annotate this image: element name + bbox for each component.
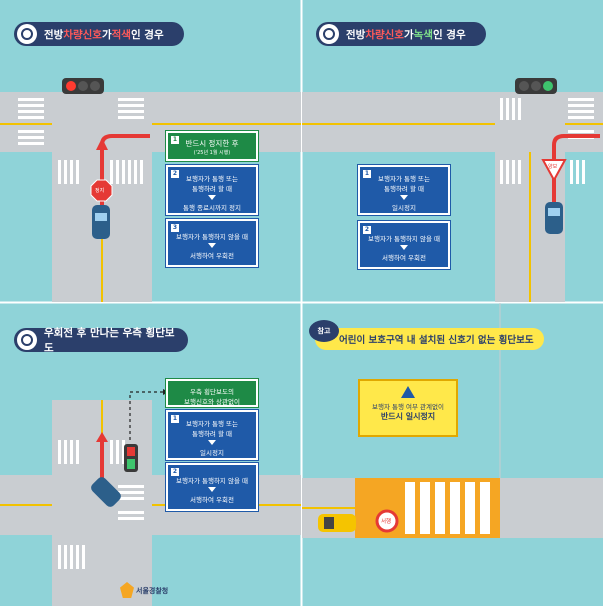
sign-line: 통행하려 할 때 xyxy=(191,430,232,438)
steering-wheel-icon xyxy=(17,330,37,350)
sign-action: 일시정지 xyxy=(200,449,224,457)
sign-line: 통행하려 할 때 xyxy=(191,185,232,193)
step-number: 2 xyxy=(171,468,179,476)
school-car xyxy=(318,514,356,532)
car-tr xyxy=(545,202,563,234)
title-highlight: 차량신호 xyxy=(365,28,404,41)
notice-line: 반드시 일시정지 xyxy=(380,412,436,421)
organization-name: 서울경찰청 xyxy=(136,587,169,595)
school-zone-sign xyxy=(375,509,399,533)
title-highlight-green: 녹색 xyxy=(413,28,433,41)
sign-action: 서행하여 우회전 xyxy=(382,254,426,262)
panel-bg-br xyxy=(302,303,603,606)
down-arrow-icon xyxy=(400,195,408,200)
title-text: 가 xyxy=(403,28,414,41)
title-text: 전방 xyxy=(44,28,64,41)
sign-action: 일시정지 xyxy=(392,204,416,212)
sign-main: 반드시 정지한 후 xyxy=(185,139,239,148)
sign-line: 통행하려 할 때 xyxy=(383,185,424,193)
sign-tr-step1: 1 보행자가 통행 또는 통행하려 할 때 일시정지 xyxy=(358,165,450,215)
step-number: 1 xyxy=(171,415,179,423)
sign-line: 보행자가 통행하지 않을 때 xyxy=(176,477,248,485)
yield-sign-label: 양보 xyxy=(548,164,558,170)
yield-sign xyxy=(541,159,567,183)
title-text: 어린이 보호구역 내 설치된 신호기 없는 횡단보도 xyxy=(339,335,534,346)
title-text: 우회전 후 만나는 우측 횡단보도 xyxy=(44,327,175,354)
roads-tr xyxy=(302,78,603,302)
sign-action: 서행하여 우회전 xyxy=(190,496,234,504)
title-bottom-right: 참고 어린이 보호구역 내 설치된 신호기 없는 횡단보도 xyxy=(309,320,544,350)
title-text: 가 xyxy=(101,28,112,41)
sign-line: 보행자가 통행하지 않을 때 xyxy=(176,233,248,241)
step-number: 1 xyxy=(363,170,371,178)
roads-br xyxy=(302,303,603,538)
steering-wheel-icon xyxy=(319,24,339,44)
stop-sign-label: 정지 xyxy=(95,188,105,194)
down-arrow-icon xyxy=(208,243,216,248)
steering-wheel-icon xyxy=(17,24,37,44)
sign-bl-step1: 1 보행자가 통행 또는 통행하려 할 때 일시정지 xyxy=(166,410,258,460)
sign-line: 우측 횡단보도의 xyxy=(190,388,234,396)
crosswalk-warning-icon xyxy=(401,386,415,398)
sign-line: 보행자가 통행 또는 xyxy=(186,175,238,183)
sign-sub: ('25년 1월 시행) xyxy=(193,150,231,156)
title-text: 전방 xyxy=(346,28,366,41)
step-number: 3 xyxy=(171,224,179,232)
down-arrow-icon xyxy=(400,245,408,250)
title-highlight: 차량신호 xyxy=(63,28,102,41)
step-number: 2 xyxy=(171,170,179,178)
sign-line: 보행자가 통행 또는 xyxy=(186,420,238,428)
sign-line: 보행자가 통행하지 않을 때 xyxy=(368,235,440,243)
sign-tl-step2: 2 보행자가 통행 또는 통행하려 할 때 통행 종료시까지 정지 xyxy=(166,165,258,215)
sign-tr-step2: 2 보행자가 통행하지 않을 때 서행하여 우회전 xyxy=(358,221,450,269)
step-number: 2 xyxy=(363,226,371,234)
sign-action: 통행 종료시까지 정지 xyxy=(183,204,241,212)
sign-bl-green: 우측 횡단보도의 보행신호와 상관없이 xyxy=(166,379,258,407)
school-zone-notice: 보행자 통행 여부 관계없이 반드시 일시정지 xyxy=(358,379,458,437)
stop-sign xyxy=(90,179,113,202)
title-bottom-left: 우회전 후 만나는 우측 횡단보도 xyxy=(14,327,188,354)
car-tl xyxy=(92,205,110,239)
step-number: 1 xyxy=(171,136,179,144)
sign-line: 보행신호와 상관없이 xyxy=(184,398,240,406)
sign-tl-step3: 3 보행자가 통행하지 않을 때 서행하여 우회전 xyxy=(166,219,258,267)
title-highlight-red: 적색 xyxy=(111,28,131,41)
down-arrow-icon xyxy=(208,487,216,492)
car-bl xyxy=(91,477,121,507)
title-text: 인 경우 xyxy=(432,28,466,41)
school-zone-label: 서행 xyxy=(381,519,392,525)
notice-line: 보행자 통행 여부 관계없이 xyxy=(372,403,444,411)
down-arrow-icon xyxy=(208,195,216,200)
sign-line: 보행자가 통행 또는 xyxy=(378,175,430,183)
sign-bl-step2: 2 보행자가 통행하지 않을 때 서행하여 우회전 xyxy=(166,463,258,511)
down-arrow-icon xyxy=(208,440,216,445)
sign-tl-step1: 1 반드시 정지한 후 ('25년 1월 시행) xyxy=(166,131,258,161)
roads-tl xyxy=(0,78,301,302)
sign-action: 서행하여 우회전 xyxy=(190,252,234,260)
reference-badge: 참고 xyxy=(309,320,339,342)
title-text: 인 경우 xyxy=(130,28,164,41)
police-logo xyxy=(120,582,134,598)
